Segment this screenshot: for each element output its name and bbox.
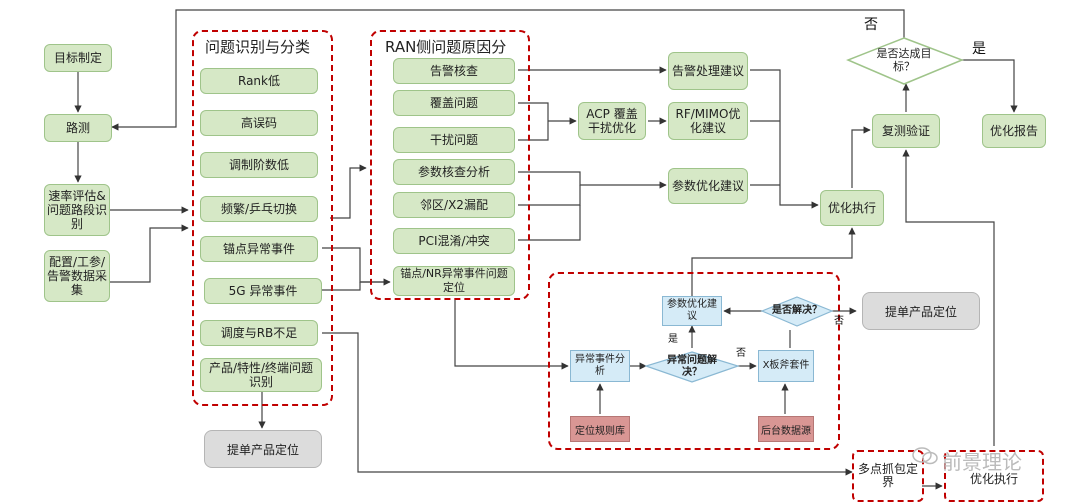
watermark-text: 前景理论 [942, 450, 1022, 474]
multi-point-text: 多点抓包定界 [857, 462, 918, 489]
rate-eval-box: 速率评估&问题路段识别 [44, 184, 110, 236]
anomaly-group [548, 272, 840, 450]
ran-item: 锚点/NR异常事件问题定位 [393, 266, 515, 296]
ran-item: PCI混淆/冲突 [393, 228, 515, 254]
acp-box: ACP 覆盖干扰优化 [578, 102, 646, 140]
bottom-opt-exec-text: 优化执行 [969, 471, 1018, 486]
anomaly-solved-diamond [644, 351, 740, 383]
ran-item: 干扰问题 [393, 127, 515, 153]
wechat-icon [912, 447, 938, 465]
opt-exec-group [944, 450, 1044, 502]
backend-src-box: 后台数据源 [758, 416, 814, 442]
param-advice-box: 参数优化建议 [668, 168, 748, 204]
anomaly-analysis-box: 异常事件分析 [570, 350, 630, 382]
rf-advice-box: RF/MIMO优化建议 [668, 102, 748, 140]
report-box: 优化报告 [982, 114, 1046, 148]
anomaly-param-advice-box: 参数优化建议 [662, 296, 722, 326]
product-locate-box: 提单产品定位 [204, 430, 322, 468]
solved-text: 是否解决？ [772, 305, 822, 316]
yes-label: 是 [972, 41, 986, 57]
product-locate-box: 提单产品定位 [862, 292, 980, 330]
identify-item: 产品/特性/终端问题识别 [200, 358, 322, 392]
optimize-exec-box: 优化执行 [820, 190, 884, 226]
identify-item: 调度与RB不足 [200, 320, 318, 346]
ran-group [370, 30, 530, 300]
goal-box: 目标制定 [44, 44, 112, 72]
anomaly-solved-text: 异常问题解决？ [667, 355, 717, 378]
ran-item: 告警核查 [393, 58, 515, 84]
identify-title: 问题识别与分类 [205, 38, 311, 56]
drive-test-box: 路测 [44, 114, 112, 142]
no-label: 否 [736, 348, 746, 359]
ran-item: 参数核查分析 [393, 159, 515, 185]
ran-item: 邻区/X2漏配 [393, 192, 515, 218]
solved-diamond [760, 296, 834, 327]
ran-item: 覆盖问题 [393, 90, 515, 116]
x-tool-box: X板斧套件 [758, 350, 814, 382]
yes-label: 是 [668, 334, 678, 345]
identify-item: 频繁/乒乓切换 [200, 196, 318, 222]
identify-item: Rank低 [200, 68, 318, 94]
config-collect-box: 配置/工参/告警数据采集 [44, 250, 110, 302]
identify-item: 5G 异常事件 [204, 278, 322, 304]
goal-reached-text: 是否达成目标？ [876, 47, 932, 73]
identify-item: 锚点异常事件 [200, 236, 318, 262]
recheck-box: 复测验证 [872, 114, 940, 148]
goal-reached-diamond [846, 37, 965, 85]
ran-title: RAN侧问题原因分 [385, 38, 507, 56]
identify-item: 高误码 [200, 110, 318, 136]
identify-item: 调制阶数低 [200, 152, 318, 178]
no-label: 否 [834, 316, 844, 327]
multi-point-group [852, 450, 924, 502]
alarm-advice-box: 告警处理建议 [668, 52, 748, 90]
no-label: 否 [864, 17, 878, 33]
identify-group [192, 30, 333, 406]
rule-lib-box: 定位规则库 [570, 416, 630, 442]
